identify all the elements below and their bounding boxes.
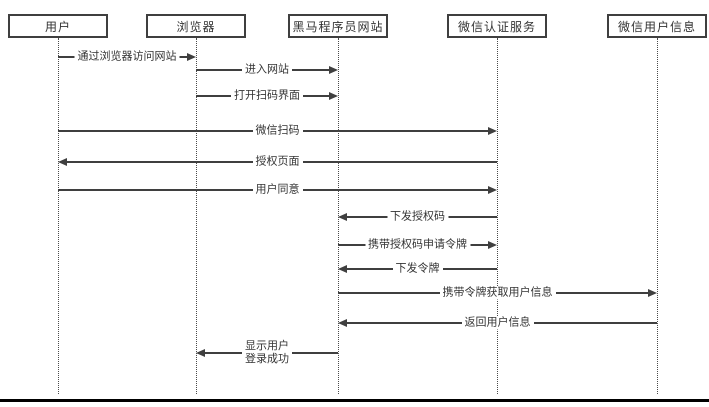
actor-box-wechat-auth: 微信认证服务 — [447, 14, 547, 38]
arrowhead-right-icon — [648, 289, 657, 297]
arrowhead-left-icon — [338, 213, 347, 221]
message-label: 进入网站 — [242, 63, 292, 77]
arrowhead-right-icon — [187, 53, 196, 61]
actor-label: 黑马程序员网站 — [292, 19, 384, 34]
arrowhead-right-icon — [329, 66, 338, 74]
message-label: 下发授权码 — [387, 210, 448, 224]
arrowhead-left-icon — [196, 349, 205, 357]
arrowhead-right-icon — [329, 92, 338, 100]
arrowhead-left-icon — [58, 158, 67, 166]
message-label: 携带授权码申请令牌 — [365, 238, 470, 252]
lifeline-wechat-userinfo — [657, 38, 658, 394]
actor-label: 浏览器 — [176, 19, 216, 34]
message-label: 下发令牌 — [392, 262, 443, 276]
arrowhead-right-icon — [488, 127, 497, 135]
actor-label: 微信用户信息 — [617, 19, 696, 34]
arrowhead-right-icon — [488, 186, 497, 194]
arrowhead-left-icon — [338, 319, 347, 327]
message-label: 微信扫码 — [252, 124, 303, 138]
bottom-rule — [0, 399, 709, 402]
lifeline-browser — [196, 38, 197, 394]
message-label: 通过浏览器访问网站 — [74, 50, 180, 64]
lifeline-user — [58, 38, 59, 394]
message-label: 打开扫码界面 — [231, 89, 303, 103]
actor-box-browser: 浏览器 — [146, 14, 246, 38]
arrowhead-left-icon — [338, 265, 347, 273]
message-label: 显示用户 登录成功 — [242, 340, 292, 366]
actor-label: 微信认证服务 — [457, 19, 536, 34]
arrowhead-right-icon — [488, 241, 497, 249]
message-label: 授权页面 — [252, 155, 303, 169]
lifeline-wechat-auth — [497, 38, 498, 394]
actor-label: 用户 — [44, 19, 71, 34]
message-label: 用户同意 — [252, 183, 303, 197]
message-label: 返回用户信息 — [461, 316, 534, 330]
actor-box-user: 用户 — [8, 14, 108, 38]
actor-box-website: 黑马程序员网站 — [288, 14, 388, 38]
actor-box-wechat-userinfo: 微信用户信息 — [607, 14, 707, 38]
message-label: 携带令牌获取用户信息 — [439, 286, 556, 300]
